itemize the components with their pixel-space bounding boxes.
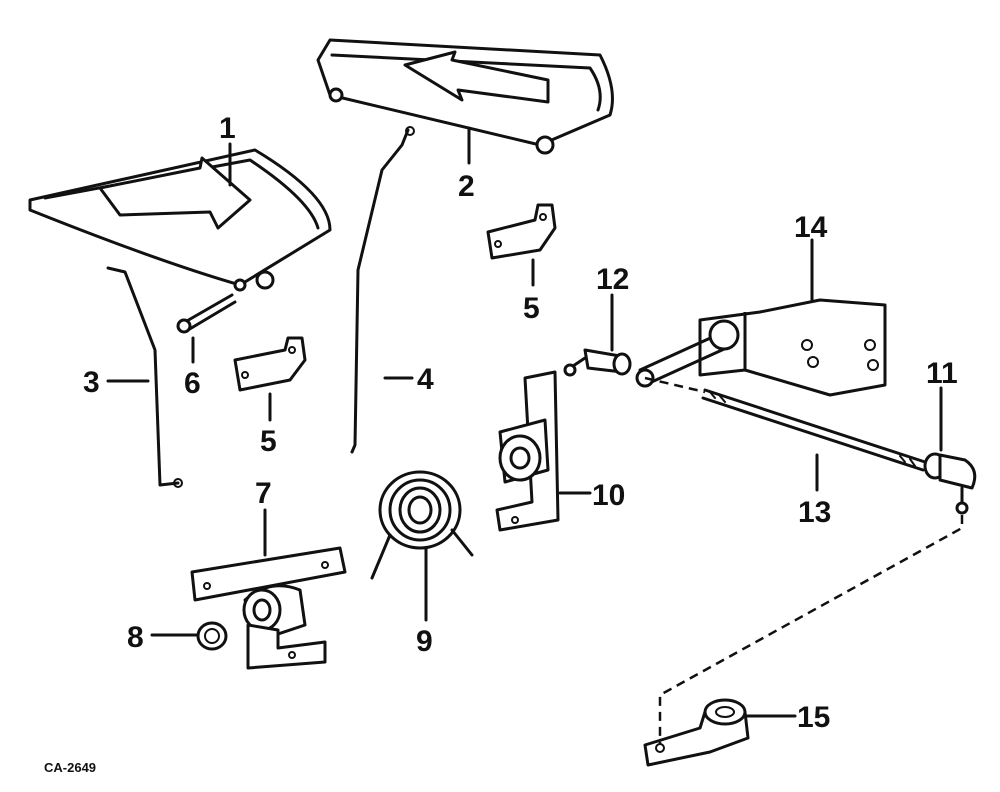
- ball-joint: [923, 452, 977, 515]
- pin: [176, 293, 237, 334]
- callout-8: 8: [127, 621, 144, 654]
- callout-5-lower: 5: [260, 425, 277, 458]
- clamp-arm: [643, 698, 750, 767]
- dashed-line-ball-joint: [658, 515, 964, 745]
- bushing: [196, 621, 228, 651]
- callout-9: 9: [416, 625, 433, 658]
- callout-10: 10: [592, 479, 625, 512]
- callout-3: 3: [83, 366, 100, 399]
- dashed-line-shaft: [644, 376, 706, 394]
- callout-4: 4: [417, 363, 434, 396]
- callout-14: 14: [794, 211, 828, 244]
- callout-12: 12: [596, 263, 629, 296]
- plate-bracket: [190, 546, 347, 670]
- pedal-right-arrow: [28, 148, 332, 292]
- bracket-lower: [233, 336, 307, 392]
- callout-labels: 1 2 3 4 5 5 6 7 8 9 10 11 12 13 14 15: [83, 112, 958, 734]
- callout-7: 7: [255, 477, 272, 510]
- callout-13: 13: [798, 496, 831, 529]
- leader-lines: [106, 126, 943, 718]
- bracket-upper: [486, 203, 557, 260]
- callout-5-upper: 5: [523, 292, 540, 325]
- mounting-plate: [635, 298, 887, 397]
- callout-1: 1: [219, 112, 236, 145]
- callout-2: 2: [458, 170, 475, 203]
- pedal-left-arrow: [316, 38, 614, 155]
- rod-end-fitting: [563, 348, 632, 377]
- callout-15: 15: [797, 701, 830, 734]
- l-bracket-bushing: [495, 370, 560, 532]
- callout-11: 11: [926, 357, 958, 390]
- rod-center: [350, 126, 415, 454]
- coil-spring: [370, 470, 474, 580]
- callout-6: 6: [184, 367, 201, 400]
- rod-left: [106, 266, 183, 488]
- drawing-code: CA-2649: [44, 760, 96, 775]
- threaded-rod: [701, 388, 927, 472]
